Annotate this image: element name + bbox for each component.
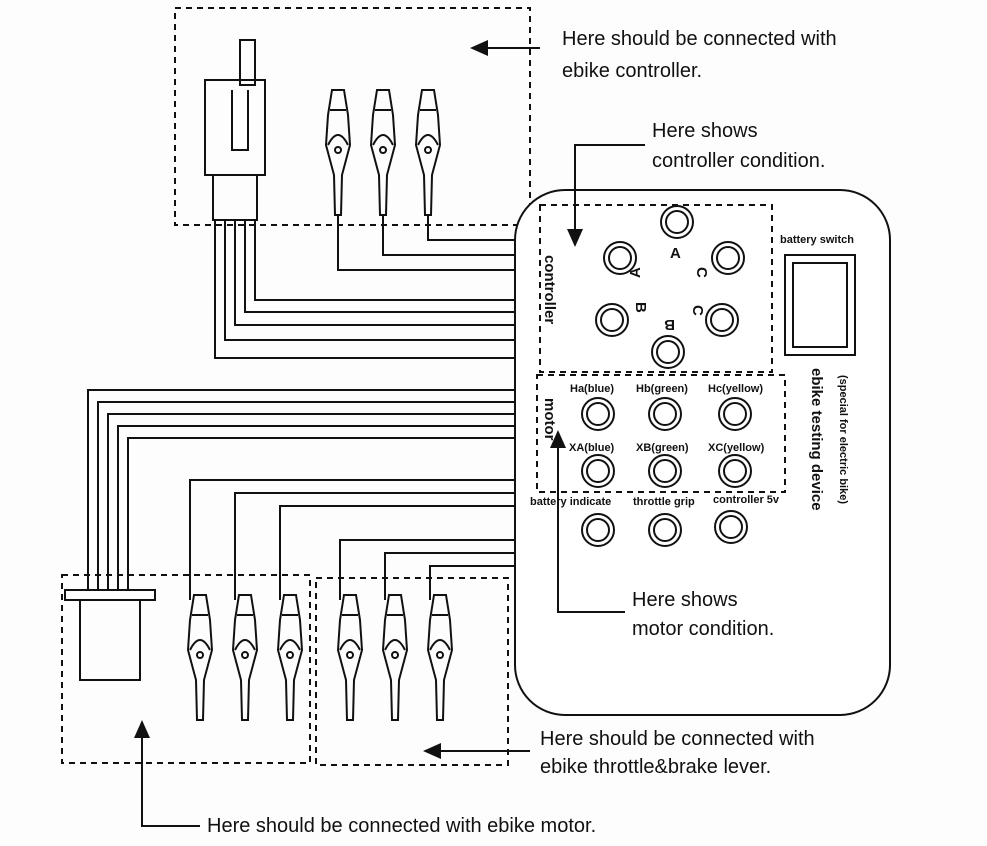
controller-connect-note-line1: Here should be connected with: [562, 28, 837, 50]
motor-condition-note-line2: motor condition.: [632, 618, 774, 640]
arrow-icon: [567, 144, 645, 247]
throttle-connect-note-line2: ebike throttle&brake lever.: [540, 756, 771, 778]
motor-clip: [277, 594, 303, 721]
device-title: ebike testing device: [808, 368, 825, 511]
controller-port-a-left[interactable]: [603, 241, 637, 275]
controller-connect-note-line2: ebike controller.: [562, 60, 702, 82]
hall-b-label: Hb(green): [636, 383, 688, 395]
throttle-brake-box: [315, 577, 509, 766]
battery-switch-label: battery switch: [780, 234, 854, 246]
phase-b-port[interactable]: [648, 454, 682, 488]
motor-clip: [232, 594, 258, 721]
controller-clip: [415, 89, 441, 216]
throttle-clip: [427, 594, 453, 721]
controller-port-c-right[interactable]: [711, 241, 745, 275]
port-label-a: A: [670, 245, 681, 262]
arrow-icon: [134, 720, 200, 827]
controller-clip: [370, 89, 396, 216]
battery-switch[interactable]: [784, 254, 856, 356]
controller-5v-port[interactable]: [714, 510, 748, 544]
phase-b-label: XB(green): [636, 442, 689, 454]
port-label-c: C: [693, 267, 710, 278]
motor-connector-box: [61, 574, 311, 764]
battery-indicate-label: battery indicate: [530, 496, 611, 508]
controller-condition-note-line2: controller condition.: [652, 150, 825, 172]
motor-section-label: motor: [541, 398, 558, 441]
hall-a-port[interactable]: [581, 397, 615, 431]
controller-5v-label: controller 5v: [713, 494, 780, 506]
hall-a-label: Ha(blue): [570, 383, 614, 395]
phase-a-port[interactable]: [581, 454, 615, 488]
throttle-grip-label: throttle grip: [633, 496, 695, 508]
port-label-b: B: [664, 316, 675, 333]
port-label-c: C: [689, 305, 706, 316]
phase-c-port[interactable]: [718, 454, 752, 488]
controller-port-b-bottom[interactable]: [651, 335, 685, 369]
testing-device-body: [514, 189, 891, 716]
port-label-a: A: [627, 267, 644, 278]
phase-c-label: XC(yellow): [708, 442, 765, 454]
controller-condition-note-line1: Here shows: [652, 120, 758, 142]
motor-section: [536, 374, 786, 493]
controller-port-a-top[interactable]: [660, 205, 694, 239]
arrow-icon: [550, 430, 625, 613]
motor-wires: [87, 389, 535, 600]
throttle-connect-note-line1: Here should be connected with: [540, 728, 815, 750]
throttle-clip: [382, 594, 408, 721]
controller-connector: [204, 39, 266, 221]
controller-wires: [214, 215, 530, 359]
hall-c-label: Hc(yellow): [708, 383, 763, 395]
hall-b-port[interactable]: [648, 397, 682, 431]
controller-clip: [325, 89, 351, 216]
motor-condition-note-line1: Here shows: [632, 589, 738, 611]
hall-c-port[interactable]: [718, 397, 752, 431]
motor-clip: [187, 594, 213, 721]
phase-a-label: XA(blue): [569, 442, 615, 454]
controller-connector-box: [174, 7, 531, 226]
motor-connect-note: Here should be connected with ebike moto…: [207, 815, 596, 837]
device-subtitle: (special for electric bike): [837, 375, 849, 504]
controller-port-b-left[interactable]: [595, 303, 629, 337]
port-label-b: B: [632, 302, 649, 313]
throttle-grip-port[interactable]: [648, 513, 682, 547]
controller-section-label: controller: [541, 255, 558, 324]
throttle-clip: [337, 594, 363, 721]
controller-section: [539, 204, 773, 373]
motor-connector: [64, 589, 156, 681]
controller-port-c-lower[interactable]: [705, 303, 739, 337]
battery-indicate-port[interactable]: [581, 513, 615, 547]
